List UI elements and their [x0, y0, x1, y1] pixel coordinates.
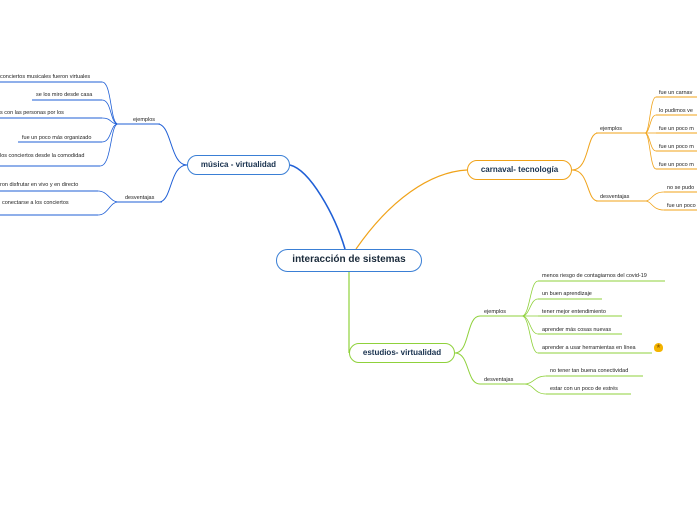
carnaval-desventajas-label[interactable]: desventajas: [600, 194, 630, 200]
estudios-desventajas-label[interactable]: desventajas: [484, 377, 514, 383]
estudios-desventaja-item[interactable]: no tener tan buena conectividad: [550, 368, 629, 374]
estudios-ejemplo-item[interactable]: tener mejor entendimiento: [542, 309, 606, 315]
topic-musica-virtualidad[interactable]: música - virtualidad: [187, 155, 290, 175]
estudios-ejemplo-item[interactable]: un buen aprendizaje: [542, 291, 592, 297]
estudios-ejemplos-label[interactable]: ejemplos: [484, 309, 507, 315]
topic-estudios-virtualidad[interactable]: estudios- virtualidad: [349, 343, 455, 363]
musica-ejemplo-item[interactable]: se los miro desde casa: [36, 92, 93, 98]
star-icon: ★: [654, 343, 663, 352]
carnaval-ejemplo-item[interactable]: fue un carnav: [659, 90, 693, 96]
musica-desventaja-item[interactable]: ron disfrutar en vivo y en directo: [0, 182, 79, 188]
musica-ejemplo-item[interactable]: conciertos musicales fueron virtuales: [0, 74, 91, 80]
carnaval-ejemplos-label[interactable]: ejemplos: [600, 126, 623, 132]
carnaval-ejemplo-item[interactable]: fue un poco m: [659, 144, 694, 150]
carnaval-desventaja-item[interactable]: fue un poco: [667, 203, 696, 209]
musica-ejemplo-item[interactable]: los conciertos desde la comodidad: [0, 153, 85, 159]
musica-ejemplo-item[interactable]: fue un poco más organizado: [22, 135, 92, 141]
carnaval-ejemplo-item[interactable]: lo pudimos ve: [659, 108, 693, 114]
topic-carnaval-tecnologia[interactable]: carnaval- tecnología: [467, 160, 572, 180]
carnaval-ejemplo-item[interactable]: fue un poco m: [659, 162, 694, 168]
estudios-desventaja-item[interactable]: estar con un poco de estrés: [550, 386, 618, 392]
carnaval-desventaja-item[interactable]: no se pudo: [667, 185, 695, 191]
estudios-ejemplo-item[interactable]: aprender a usar herramientas en línea: [542, 345, 636, 351]
musica-desventaja-item[interactable]: conectarse a los conciertos: [2, 200, 69, 206]
carnaval-ejemplo-item[interactable]: fue un poco m: [659, 126, 694, 132]
musica-ejemplo-item[interactable]: s con las personas por los: [0, 110, 64, 116]
estudios-ejemplo-item[interactable]: menos riesgo de contagiarnos del covid-1…: [542, 273, 647, 279]
musica-desventajas-label[interactable]: desventajas: [125, 195, 155, 201]
central-topic[interactable]: interacción de sistemas: [276, 249, 422, 272]
estudios-ejemplo-item[interactable]: aprender más cosas nuevas: [542, 327, 612, 333]
musica-ejemplos-label[interactable]: ejemplos: [133, 117, 156, 123]
